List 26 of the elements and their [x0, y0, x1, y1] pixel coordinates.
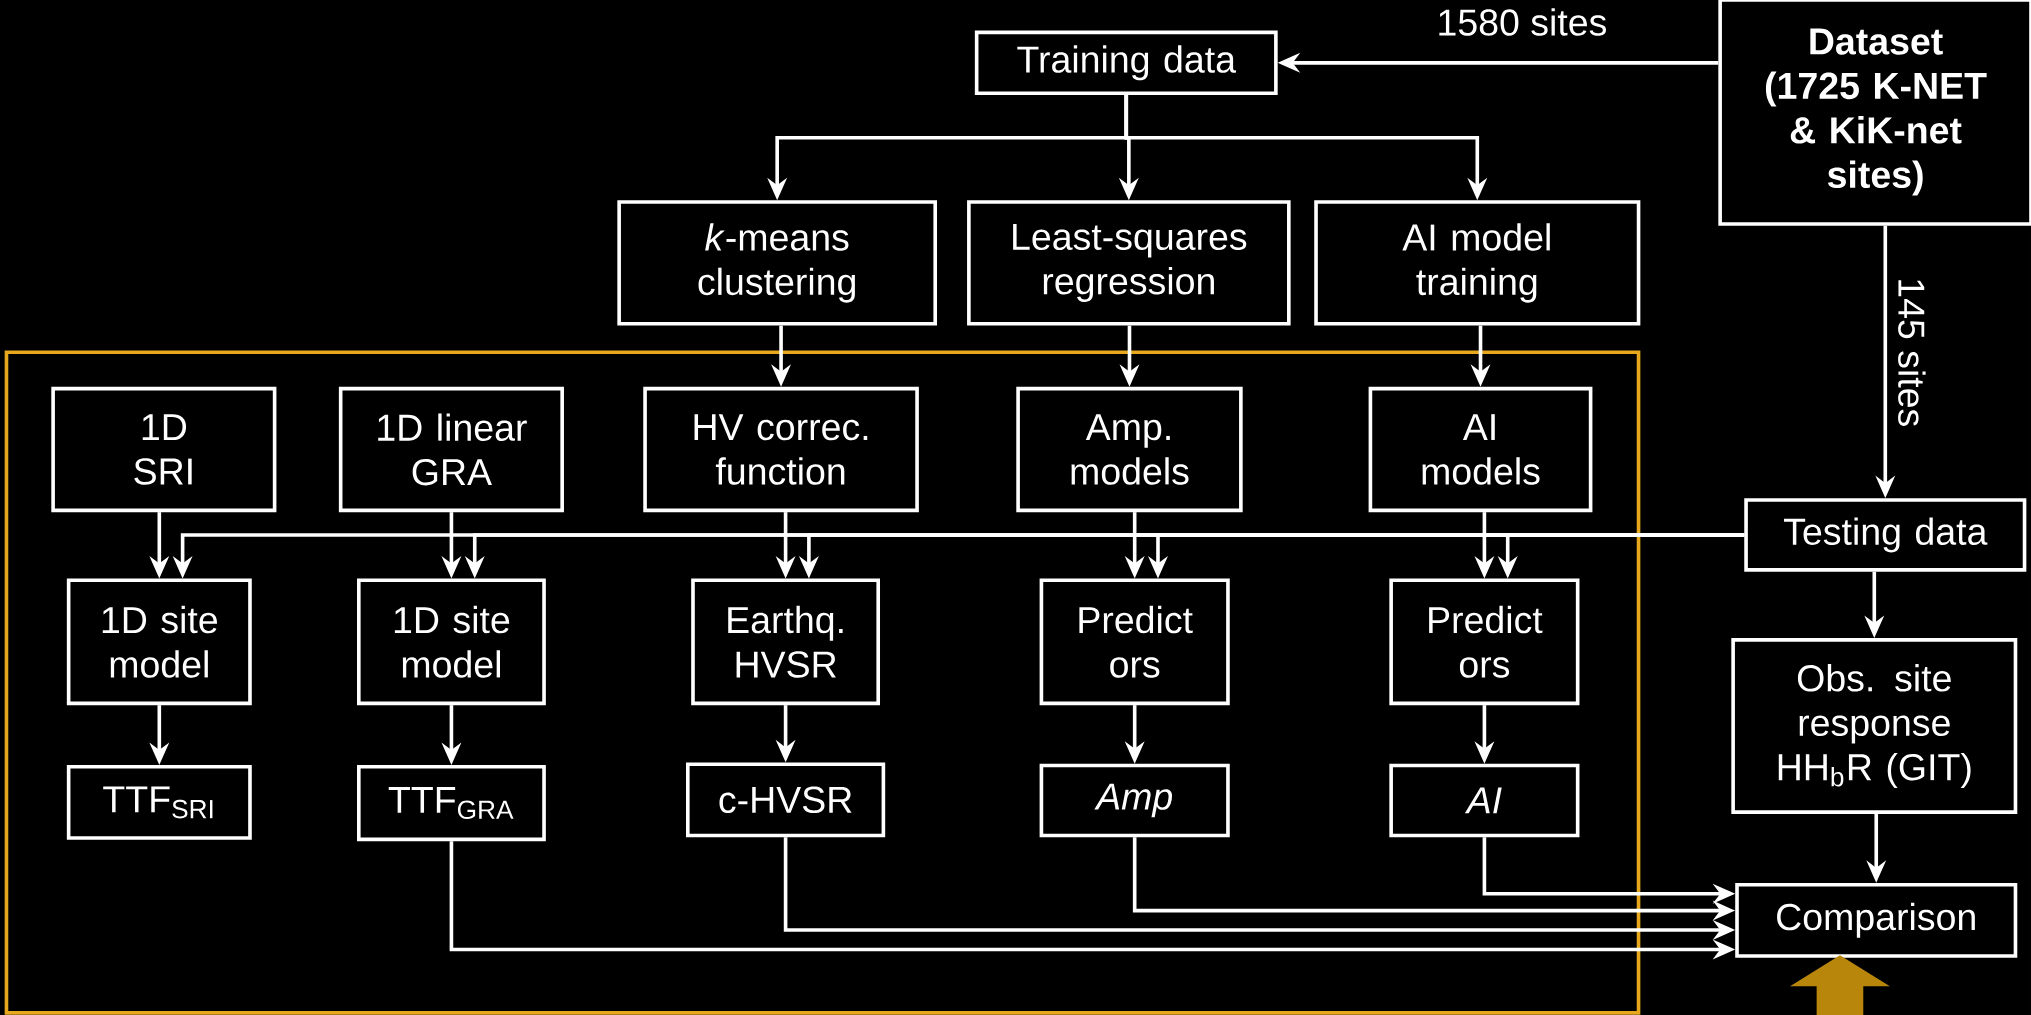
process-box: TTF$_{GRA}$	[357, 764, 546, 841]
process-box: Earthq. HVSR	[691, 578, 880, 705]
process-box: HV correc. function	[643, 386, 919, 512]
process-box: 1D site model	[357, 578, 546, 705]
process-box: AI	[1389, 763, 1580, 837]
process-box: k-means clustering	[617, 200, 937, 326]
edge-label: 1580 sites	[1433, 5, 1611, 39]
process-box: Predict ors	[1389, 578, 1580, 705]
process-box: Dataset (1725 K-NET & KiK-net sites)	[1718, 0, 2031, 226]
process-box: Predict ors	[1039, 578, 1230, 705]
process-box: Obs. site response HH$_{b}$R (GIT)	[1731, 637, 2018, 814]
process-box: TTF$_{SRI}$	[66, 764, 252, 840]
group-frame	[4, 350, 1641, 1015]
process-box: Training data	[974, 30, 1278, 95]
process-box: Amp	[1039, 763, 1230, 837]
process-box: AI models	[1368, 386, 1593, 512]
process-box: AI model training	[1314, 200, 1641, 326]
process-box: 1D linear GRA	[338, 386, 564, 512]
process-box: Testing data	[1744, 497, 2027, 572]
process-box: 1D site model	[66, 578, 252, 705]
process-box: Amp. models	[1016, 386, 1243, 512]
edge-label: 145 sites	[1895, 274, 1929, 430]
process-box: Least-squares regression	[967, 200, 1291, 326]
process-box: Comparison	[1735, 882, 2018, 958]
process-box: c-HVSR	[686, 762, 886, 838]
process-box: 1D SRI	[51, 386, 277, 512]
